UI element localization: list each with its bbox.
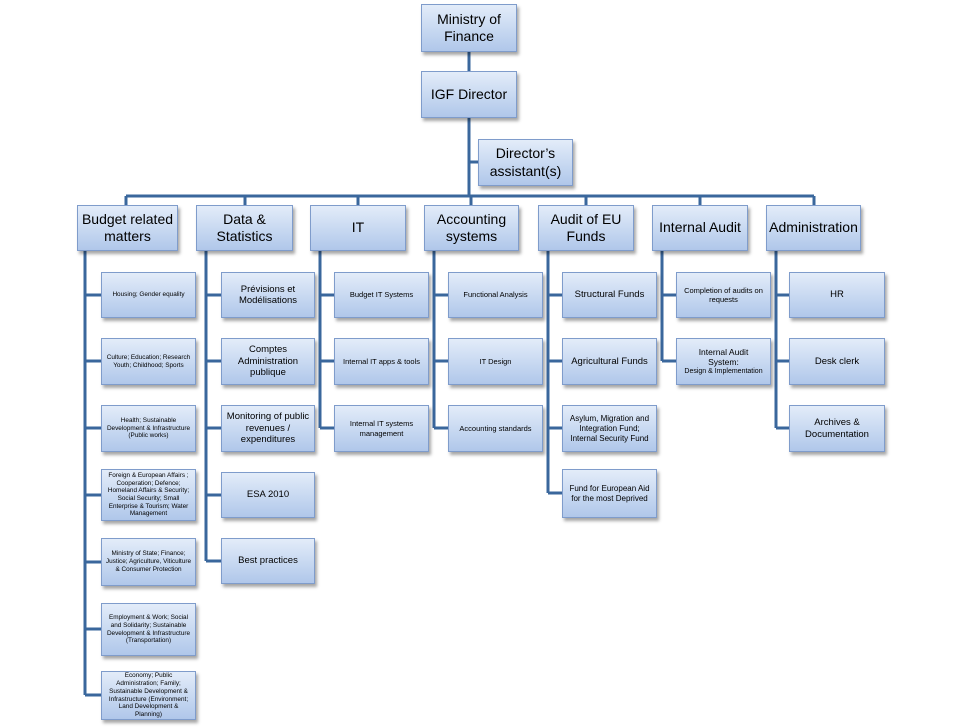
admin-item-hr[interactable]: HR [789,272,885,318]
eu-item-asylum-migration[interactable]: Asylum, Migration and Integration Fund; … [562,405,657,452]
internal-audit-item-completion[interactable]: Completion of audits on requests [676,272,771,318]
internal-audit-item-system[interactable]: Internal Audit System: Design & Implemen… [676,338,771,385]
data-item-best-practices[interactable]: Best practices [221,538,315,584]
budget-item-housing[interactable]: Housing; Gender equality [101,272,196,318]
dept-data-statistics[interactable]: Data & Statistics [196,205,293,251]
data-item-esa-2010[interactable]: ESA 2010 [221,472,315,518]
dept-internal-audit[interactable]: Internal Audit [652,205,748,251]
internal-audit-system-subtitle: Design & Implementation [684,367,763,375]
admin-item-archives[interactable]: Archives & Documentation [789,405,885,452]
eu-item-fead[interactable]: Fund for European Aid for the most Depri… [562,469,657,518]
dept-administration[interactable]: Administration [766,205,861,251]
dept-it[interactable]: IT [310,205,406,251]
budget-item-employment[interactable]: Employment & Work; Social and Solidarity… [101,603,196,656]
ministry-of-finance-box[interactable]: Ministry of Finance [421,4,517,52]
accounting-item-functional-analysis[interactable]: Functional Analysis [448,272,543,318]
data-item-comptes[interactable]: Comptes Administration publique [221,338,315,385]
admin-item-desk-clerk[interactable]: Desk clerk [789,338,885,385]
igf-director-box[interactable]: IGF Director [421,71,517,118]
it-item-budget-it-systems[interactable]: Budget IT Systems [334,272,429,318]
budget-item-foreign-affairs[interactable]: Foreign & European Affairs ; Cooperation… [101,469,196,521]
eu-item-agricultural-funds[interactable]: Agricultural Funds [562,338,657,385]
dept-budget-related-matters[interactable]: Budget related matters [77,205,178,251]
data-item-monitoring[interactable]: Monitoring of public revenues / expendit… [221,405,315,452]
directors-assistant-box[interactable]: Director’s assistant(s) [478,139,573,186]
data-item-previsions[interactable]: Prévisions et Modélisations [221,272,315,318]
budget-item-economy[interactable]: Economy; Public Administration; Family; … [101,671,196,720]
budget-item-health[interactable]: Health; Sustainable Development & Infras… [101,405,196,452]
dept-audit-eu-funds[interactable]: Audit of EU Funds [538,205,634,251]
eu-item-structural-funds[interactable]: Structural Funds [562,272,657,318]
accounting-item-standards[interactable]: Accounting standards [448,405,543,452]
it-item-systems-management[interactable]: Internal IT systems management [334,405,429,452]
budget-item-culture[interactable]: Culture; Education; Research Youth; Chil… [101,338,196,385]
budget-item-ministry-of-state[interactable]: Ministry of State; Finance; Justice; Agr… [101,538,196,586]
accounting-item-it-design[interactable]: IT Design [448,338,543,385]
it-item-internal-apps[interactable]: Internal IT apps & tools [334,338,429,385]
internal-audit-system-title: Internal Audit System: [698,346,749,368]
dept-accounting-systems[interactable]: Accounting systems [424,205,519,251]
